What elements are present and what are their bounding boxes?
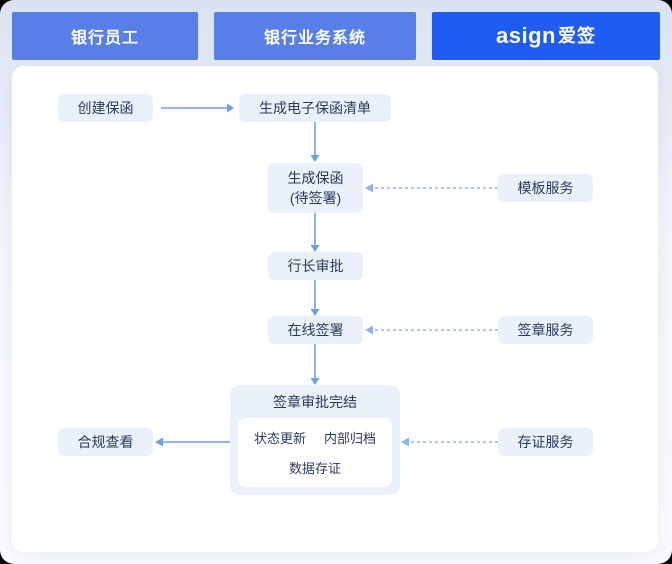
node-seal-service: 签章服务 bbox=[498, 316, 593, 344]
node-compliance-view-label: 合规查看 bbox=[77, 433, 134, 450]
completion-inner-card: 状态更新 内部归档 数据存证 bbox=[238, 418, 392, 487]
arrow-evidence-to-completion bbox=[401, 437, 498, 447]
lane-bank-system: 银行业务系统 bbox=[214, 12, 416, 60]
lane-bank-system-label: 银行业务系统 bbox=[263, 30, 366, 47]
node-online-sign: 在线签署 bbox=[268, 316, 363, 344]
flow-panel: 创建保函 生成电子保函清单 生成保函 (待签署) 模板服务 行长审批 在线签署 … bbox=[12, 66, 658, 552]
node-generate-guarantee-line1: 生成保函 bbox=[287, 169, 344, 186]
arrow-seal-to-online bbox=[365, 325, 498, 335]
node-completion-group: 签章审批完结 状态更新 内部归档 数据存证 bbox=[230, 385, 400, 495]
asign-logo-cn: 爱签 bbox=[557, 26, 596, 46]
completion-data-evidence: 数据存证 bbox=[288, 460, 341, 476]
node-generate-guarantee-line2: (待签署) bbox=[289, 190, 342, 206]
arrow-generate-to-president bbox=[310, 213, 320, 252]
lane-asign: asign 爱签 bbox=[432, 12, 660, 60]
node-template-service-label: 模板服务 bbox=[517, 179, 574, 196]
completion-row-1: 状态更新 内部归档 bbox=[254, 428, 376, 447]
node-president-approval: 行长审批 bbox=[268, 252, 363, 280]
node-seal-service-label: 签章服务 bbox=[517, 321, 574, 338]
arrow-list-to-generate bbox=[310, 122, 320, 162]
node-create-guarantee: 创建保函 bbox=[58, 94, 153, 122]
arrow-completion-to-compliance bbox=[155, 437, 230, 447]
arrow-create-to-list bbox=[161, 103, 234, 113]
node-president-approval-label: 行长审批 bbox=[287, 257, 344, 274]
node-evidence-service-label: 存证服务 bbox=[517, 433, 574, 450]
completion-internal-archive: 内部归档 bbox=[324, 431, 377, 447]
node-create-guarantee-label: 创建保函 bbox=[77, 99, 134, 116]
arrow-online-to-completion bbox=[310, 344, 320, 385]
node-generate-list-label: 生成电子保函清单 bbox=[259, 99, 371, 116]
asign-logo: asign bbox=[496, 23, 556, 48]
completion-title: 签章审批完结 bbox=[273, 393, 357, 410]
lane-bank-staff: 银行员工 bbox=[12, 12, 198, 60]
node-generate-guarantee: 生成保函 (待签署) bbox=[268, 163, 363, 213]
node-compliance-view: 合规查看 bbox=[58, 428, 153, 456]
node-evidence-service: 存证服务 bbox=[498, 428, 593, 456]
arrow-president-to-online bbox=[310, 280, 320, 316]
arrow-template-to-generate bbox=[365, 183, 498, 193]
completion-row-2: 数据存证 bbox=[289, 458, 341, 477]
node-online-sign-label: 在线签署 bbox=[287, 321, 344, 338]
completion-status-update: 状态更新 bbox=[253, 431, 306, 447]
lane-header-row: 银行员工 银行业务系统 asign 爱签 bbox=[12, 12, 660, 60]
node-template-service: 模板服务 bbox=[498, 174, 593, 202]
node-generate-list: 生成电子保函清单 bbox=[239, 94, 391, 122]
lane-bank-staff-label: 银行员工 bbox=[70, 30, 139, 47]
